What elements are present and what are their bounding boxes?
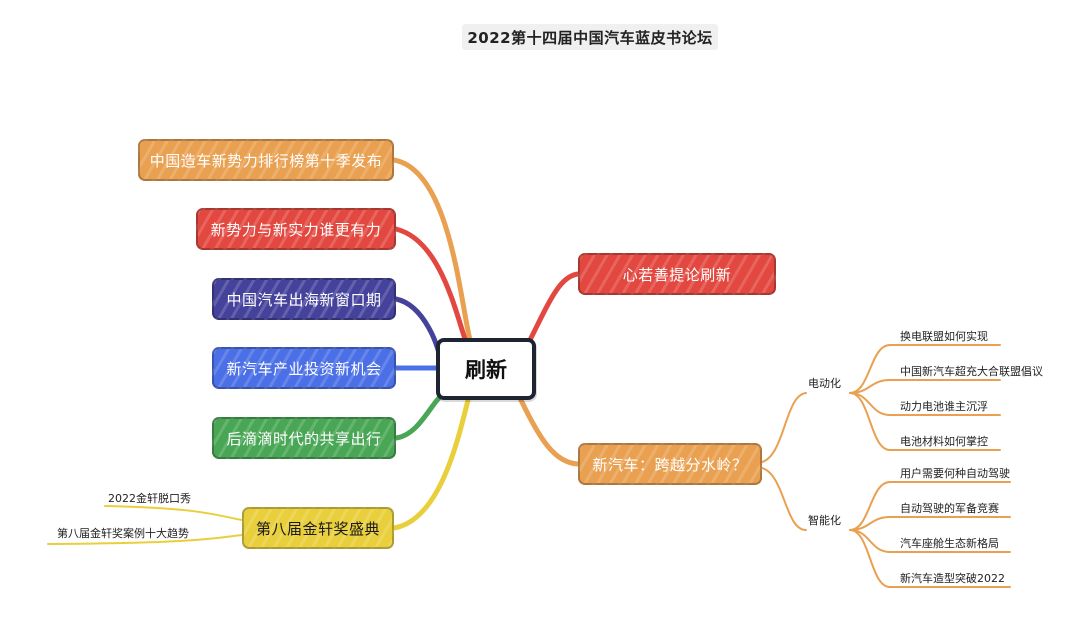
leaf-talk-show[interactable]: 2022金轩脱口秀	[108, 492, 191, 505]
leaf-design-breakthrough[interactable]: 新汽车造型突破2022	[900, 572, 1005, 585]
page-title: 2022第十四届中国汽车蓝皮书论坛	[462, 24, 718, 50]
connector-leaf-elec-3	[849, 392, 1001, 451]
center-topic[interactable]: 刷新	[436, 338, 536, 400]
leaf-battery-materials[interactable]: 电池材料如何掌控	[900, 435, 988, 448]
connector-left-4	[393, 391, 447, 441]
group-intelligence[interactable]: 智能化	[808, 514, 841, 527]
branch-shared-mobility[interactable]: 后滴滴时代的共享出行	[212, 417, 396, 459]
branch-curves	[47, 157, 1011, 588]
connector-left-1	[393, 226, 469, 345]
branch-golden-award-gala[interactable]: 第八届金轩奖盛典	[242, 507, 394, 549]
leaf-supercharge-alliance[interactable]: 中国新汽车超充大合联盟倡议	[900, 365, 1043, 378]
leaf-user-autonomy[interactable]: 用户需要何种自动驾驶	[900, 467, 1010, 480]
branch-investment-opportunity[interactable]: 新汽车产业投资新机会	[212, 347, 396, 389]
connector-left-0	[391, 157, 473, 343]
leaf-ten-trends[interactable]: 第八届金轩奖案例十大趋势	[57, 527, 189, 540]
group-electrification[interactable]: 电动化	[808, 377, 841, 390]
connector-right-0	[527, 271, 581, 343]
connector-group-intelligence	[761, 467, 807, 531]
branch-new-forces-ranking[interactable]: 中国造车新势力排行榜第十季发布	[138, 139, 394, 181]
branch-refresh-talk[interactable]: 心若善提论刷新	[578, 253, 776, 295]
connector-right-1	[517, 395, 581, 467]
connector-leaf-intel-3	[849, 529, 1011, 588]
connector-leaf-elec-1	[849, 379, 1001, 394]
leaf-autonomy-arms-race[interactable]: 自动驾驶的军备竞赛	[900, 502, 999, 515]
leaf-cockpit-ecosystem[interactable]: 汽车座舱生态新格局	[900, 537, 999, 550]
branch-overseas-window[interactable]: 中国汽车出海新窗口期	[212, 278, 396, 320]
connector-group-electrification	[761, 392, 807, 463]
branch-new-vehicle-watershed[interactable]: 新汽车：跨越分水岭？	[578, 443, 762, 485]
connector-leaf-elec-0	[849, 344, 1001, 394]
leaf-power-battery[interactable]: 动力电池谁主沉浮	[900, 400, 988, 413]
connector-leaf-intel-0	[849, 481, 1011, 531]
branch-new-forces-vs-strength[interactable]: 新势力与新实力谁更有力	[196, 208, 396, 250]
connector-left-2	[393, 296, 443, 363]
connector-leaf-talk-show	[104, 505, 243, 521]
leaf-battery-swap-alliance[interactable]: 换电联盟如何实现	[900, 330, 988, 343]
connector-leaf-intel-1	[849, 516, 1011, 531]
connector-leaf-ten-trends	[47, 534, 243, 545]
connector-left-5	[391, 397, 471, 531]
